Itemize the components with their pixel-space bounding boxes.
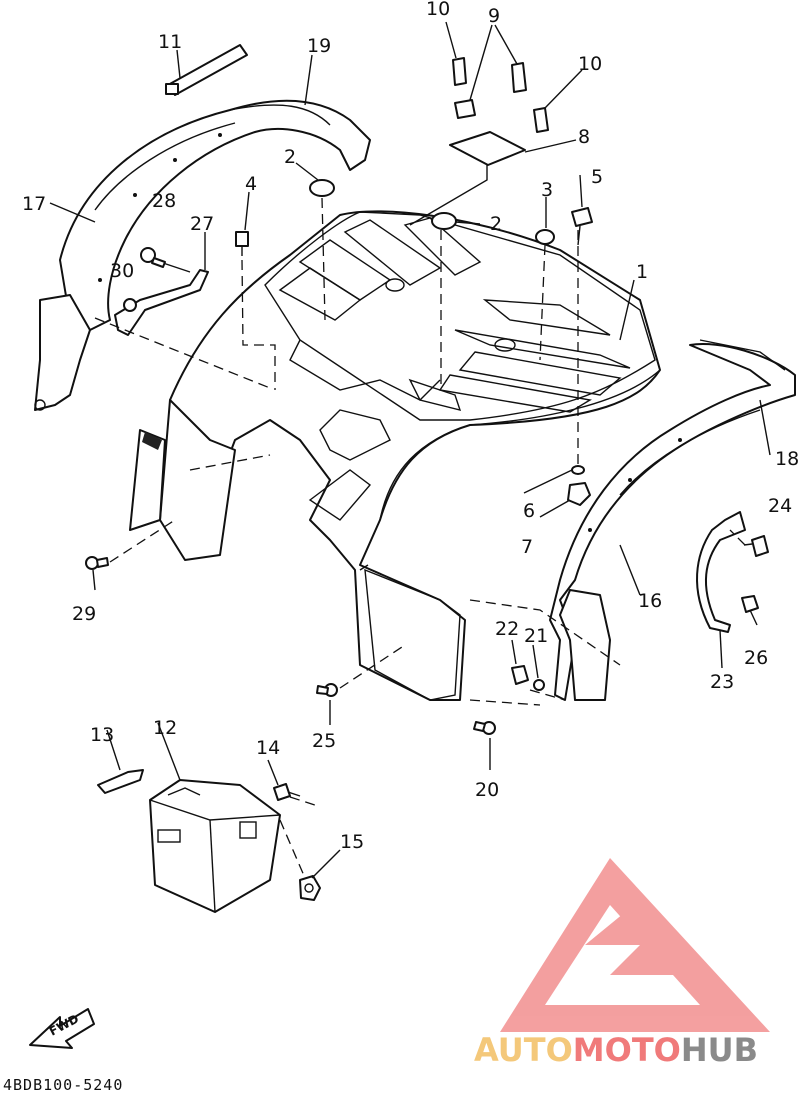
bracket-left	[114, 232, 209, 336]
watermark-auto: AUTO	[474, 1031, 573, 1069]
callout-25: 25	[312, 730, 336, 752]
callout-18: 18	[775, 448, 799, 470]
callout-11: 11	[158, 31, 182, 53]
callout-16: 16	[638, 590, 662, 612]
callout-30: 30	[110, 260, 134, 282]
callout-10a: 10	[426, 0, 450, 20]
pad-plate	[409, 131, 526, 226]
storage-box	[149, 779, 281, 913]
callout-7: 7	[521, 536, 533, 558]
callout-14: 14	[256, 737, 280, 759]
callout-27: 27	[190, 213, 214, 235]
callout-15: 15	[340, 831, 364, 853]
callout-10b: 10	[578, 53, 602, 75]
callout-20: 20	[475, 779, 499, 801]
callout-8: 8	[578, 126, 590, 148]
callout-23: 23	[710, 671, 734, 693]
callout-9: 9	[488, 5, 500, 27]
callout-28: 28	[152, 190, 176, 212]
dashed-lines	[94, 197, 746, 879]
callout-2b: 2	[490, 213, 502, 235]
callout-12: 12	[153, 717, 177, 739]
callout-29: 29	[72, 603, 96, 625]
diagram-code: 4BDB100-5240	[3, 1076, 123, 1094]
bracket-right	[696, 511, 746, 669]
callout-24: 24	[768, 495, 792, 517]
right-fender-flare	[549, 339, 796, 701]
callout-26: 26	[744, 647, 768, 669]
callout-17: 17	[22, 193, 46, 215]
leader-lines	[92, 139, 758, 879]
watermark-text: AUTOMOTOHUB	[474, 1031, 758, 1069]
clips	[445, 21, 583, 133]
callout-2a: 2	[284, 146, 296, 168]
bolt-28-nut-30	[123, 247, 166, 312]
watermark-logo	[500, 858, 770, 1032]
fwd-arrow: FWD	[29, 1008, 95, 1049]
callout-13: 13	[90, 724, 114, 746]
callout-1: 1	[636, 261, 648, 283]
watermark-triangle	[500, 858, 770, 1032]
callout-4: 4	[245, 173, 257, 195]
strap-band	[165, 44, 248, 96]
rear-fender-main	[129, 210, 661, 701]
watermark-inner-mark	[585, 900, 690, 975]
left-fender-flare	[34, 54, 371, 411]
clip-13	[97, 769, 144, 794]
callout-3: 3	[541, 179, 553, 201]
callout-21: 21	[524, 625, 548, 647]
watermark-moto: MOTO	[573, 1031, 681, 1069]
callout-6: 6	[523, 500, 535, 522]
nut-15	[299, 875, 321, 901]
callout-19: 19	[307, 35, 331, 57]
callout-5: 5	[591, 166, 603, 188]
callout-22: 22	[495, 618, 519, 640]
hardware-bolts	[85, 179, 769, 735]
watermark-hub: HUB	[681, 1031, 758, 1069]
bolt-14	[273, 783, 301, 801]
callouts: 1 2 2 3 4 5 6 7 8 9 10 10 11 12 13 14 15…	[22, 0, 799, 853]
